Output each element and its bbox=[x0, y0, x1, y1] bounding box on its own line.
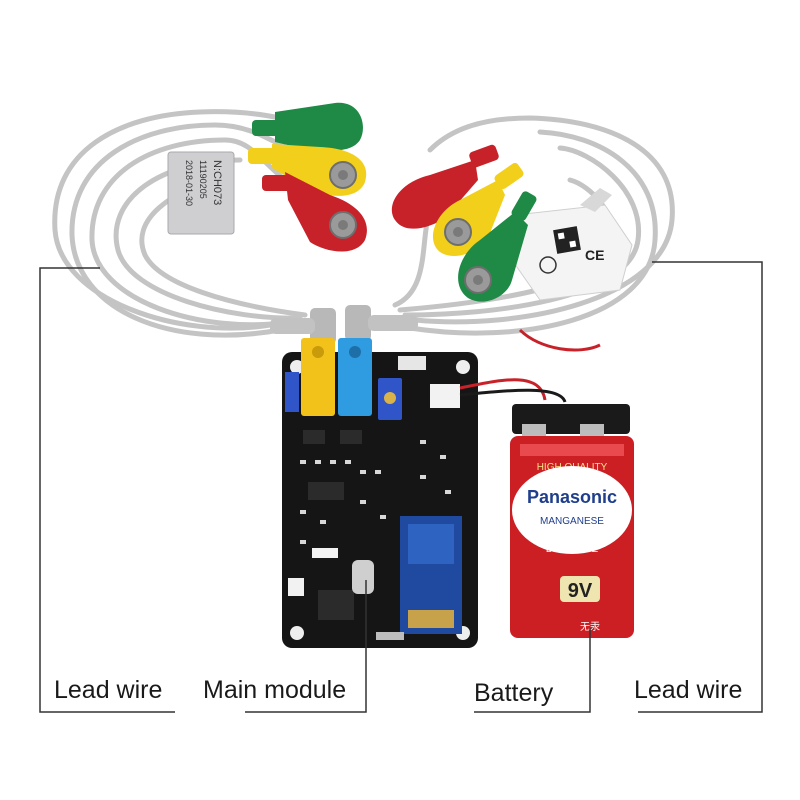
left-snap-red bbox=[262, 172, 367, 252]
cable-tag-line2: 11190205 bbox=[198, 160, 208, 199]
battery-9v: HIGH QUALITY Panasonic MANGANESE LONG LI… bbox=[510, 404, 634, 638]
main-module-board bbox=[282, 338, 478, 648]
plug-right bbox=[345, 305, 418, 341]
left-lead-wire bbox=[52, 109, 313, 338]
battery-type: MANGANESE bbox=[540, 516, 604, 527]
caption-main-module: Main module bbox=[203, 676, 347, 704]
caption-lead-wire-right: Lead wire bbox=[634, 676, 743, 704]
caption-lead-wire-left: Lead wire bbox=[54, 676, 163, 704]
battery-cn-mark: 无汞 bbox=[580, 621, 600, 633]
cable-tag: N:CH073 11190205 2018-01-30 bbox=[167, 151, 235, 235]
battery-voltage: 9V bbox=[568, 580, 593, 602]
left-snap-green bbox=[252, 102, 363, 151]
plug-left bbox=[270, 308, 336, 344]
callout-battery bbox=[474, 628, 591, 713]
battery-wires bbox=[459, 328, 601, 403]
right-snap-green bbox=[458, 191, 537, 302]
callout-lines bbox=[39, 261, 763, 713]
right-snap-red bbox=[391, 144, 499, 229]
callout-main-module bbox=[245, 580, 367, 713]
ce-tag: CE bbox=[511, 188, 633, 301]
left-snap-yellow bbox=[248, 144, 367, 196]
callout-lead-wire-left bbox=[39, 267, 175, 713]
caption-battery: Battery bbox=[474, 679, 554, 707]
battery-life: LONG LIFE bbox=[546, 544, 599, 555]
callout-lead-wire-right bbox=[638, 261, 763, 713]
cable-tag-line1: N:CH073 bbox=[211, 160, 223, 205]
battery-brand: Panasonic bbox=[527, 487, 617, 507]
cable-tag-line3: 2018-01-30 bbox=[184, 160, 194, 206]
ce-mark: CE bbox=[585, 247, 604, 263]
